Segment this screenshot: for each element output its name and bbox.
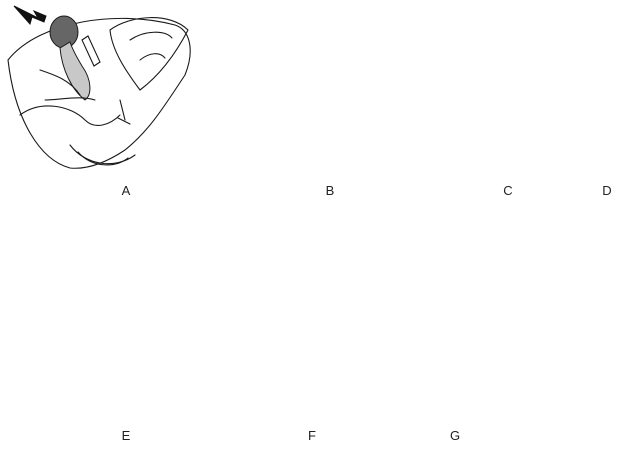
panel-label-b: B (325, 183, 335, 198)
panel-label-e: E (121, 428, 131, 443)
panel-label-a: A (121, 183, 131, 198)
gallbladder-mass-a (49, 15, 79, 49)
arrow-a (13, 5, 47, 26)
panel-label-g: G (449, 428, 461, 443)
panel-label-d: D (602, 183, 612, 198)
panel-label-f: F (308, 428, 316, 443)
panel-a-drawing (7, 5, 191, 169)
panel-label-c: C (503, 183, 513, 198)
